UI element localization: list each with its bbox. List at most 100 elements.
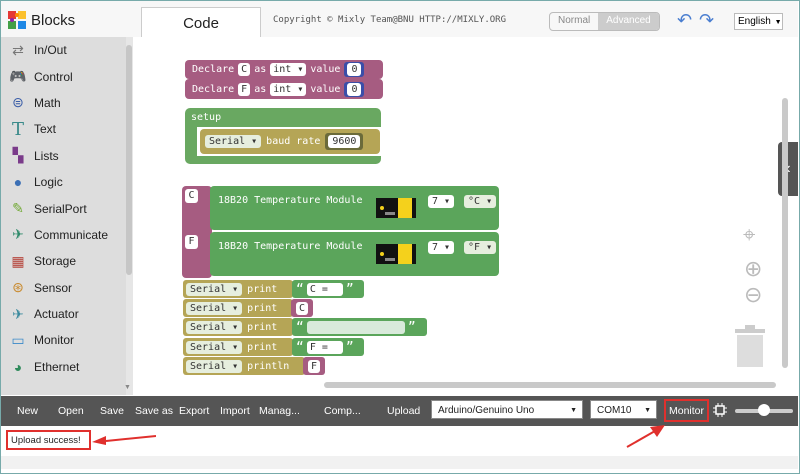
temperature-block-f[interactable]: 18B20 Temperature Module 7 ▾ °F ▾ <box>210 232 499 276</box>
variable-block[interactable]: C <box>291 299 313 317</box>
tab-code[interactable]: Code <box>141 7 261 38</box>
upload-button[interactable]: Upload <box>387 405 421 417</box>
zoom-out-icon[interactable]: ⊖ <box>744 282 763 307</box>
unit-dropdown[interactable]: °C ▾ <box>464 195 497 208</box>
sidebar-item-monitor[interactable]: ▭ Monitor <box>1 327 126 353</box>
callout-arrow-icon <box>626 425 665 448</box>
monitor-button[interactable]: Monitor <box>664 399 709 422</box>
port-select[interactable]: COM10 ▼ <box>590 400 657 419</box>
sidebar-item-actuator[interactable]: ✈ Actuator <box>1 301 126 327</box>
open-button[interactable]: Open <box>58 405 84 417</box>
string-field[interactable] <box>306 320 405 334</box>
string-block[interactable]: “ F = ” <box>292 338 364 356</box>
type-dropdown[interactable]: int ▾ <box>270 63 307 76</box>
serial-print-block[interactable]: Serial ▾ print <box>183 280 293 298</box>
sidebar-item-communicate[interactable]: ✈ Communicate <box>1 222 126 248</box>
zoom-in-icon[interactable]: ⊕ <box>744 256 763 281</box>
zoom-slider-handle[interactable] <box>758 404 770 416</box>
ethernet-icon: ◕ <box>13 358 23 375</box>
variable-field[interactable]: C <box>295 301 309 315</box>
sidebar-item-lists[interactable]: ▚ Lists <box>1 143 126 169</box>
serial-dropdown[interactable]: Serial ▾ <box>186 301 243 315</box>
mode-advanced-button[interactable]: Advanced <box>598 13 659 30</box>
monitor-label: Monitor <box>668 404 704 417</box>
sidebar-item-storage[interactable]: ▦ Storage <box>1 248 126 274</box>
mode-normal-button[interactable]: Normal <box>558 15 591 26</box>
sidebar-item-label: Monitor <box>34 333 75 348</box>
sensor-module-icon <box>376 244 416 264</box>
string-field[interactable]: C = <box>306 282 343 296</box>
string-field[interactable]: F = <box>306 340 343 354</box>
serial-dropdown[interactable]: Serial ▾ <box>205 135 262 148</box>
upload-status-message: Upload success! <box>6 430 91 450</box>
serial-begin-block[interactable]: Serial ▾ baud rate 9600 <box>200 129 380 154</box>
board-value: Arduino/Genuino Uno <box>438 405 535 416</box>
variable-block[interactable]: F <box>303 357 325 375</box>
temperature-block-c[interactable]: 18B20 Temperature Module 7 ▾ °C ▾ <box>210 186 499 230</box>
sidebar-item-in-out[interactable]: ⇄ In/Out <box>1 37 126 63</box>
workspace-vertical-scrollbar[interactable] <box>782 98 788 368</box>
collapse-panel-button[interactable]: ‹ <box>778 142 798 196</box>
board-select[interactable]: Arduino/Genuino Uno ▼ <box>431 400 583 419</box>
workspace-horizontal-scrollbar[interactable] <box>324 382 776 388</box>
trash-icon[interactable] <box>733 325 767 369</box>
variable-field[interactable]: F <box>307 359 321 373</box>
undo-icon[interactable]: ↶ <box>677 10 693 30</box>
sidebar-scroll-down-icon[interactable]: ▼ <box>124 384 131 391</box>
import-button[interactable]: Import <box>220 405 250 417</box>
string-block[interactable]: “ C = ” <box>292 280 364 298</box>
sidebar-item-text[interactable]: T Text <box>1 116 126 142</box>
pin-dropdown[interactable]: 7 ▾ <box>428 241 455 254</box>
assign-var-f[interactable]: F <box>185 235 198 249</box>
save-as-button[interactable]: Save as <box>135 405 173 417</box>
unit-dropdown[interactable]: °F ▾ <box>464 241 497 254</box>
manage-button[interactable]: Manag... <box>259 405 300 417</box>
serial-print-block[interactable]: Serial ▾ print <box>183 299 293 317</box>
var-name-field[interactable]: C <box>238 63 251 76</box>
number-field[interactable]: 0 <box>347 82 362 96</box>
chevron-down-icon: ▼ <box>570 407 577 414</box>
redo-icon[interactable]: ↷ <box>699 10 715 30</box>
serial-println-block[interactable]: Serial ▾ println <box>183 357 305 375</box>
sidebar-item-math[interactable]: ⊜ Math <box>1 90 126 116</box>
serial-print-block[interactable]: Serial ▾ print <box>183 318 293 336</box>
language-select[interactable]: English ▼ <box>734 13 783 30</box>
recenter-icon[interactable]: ⌖ <box>743 222 756 247</box>
compile-button[interactable]: Comp... <box>324 405 361 417</box>
unit-value: °C <box>468 196 481 207</box>
sidebar-scroll-thumb[interactable] <box>126 45 132 275</box>
declare-block-c[interactable]: Declare C as int ▾ value 0 <box>185 60 383 79</box>
serial-dropdown[interactable]: Serial ▾ <box>186 282 243 296</box>
sidebar-item-ethernet[interactable]: ◕ Ethernet <box>1 354 126 380</box>
serial-dropdown[interactable]: Serial ▾ <box>186 340 243 354</box>
type-dropdown[interactable]: int ▾ <box>270 82 307 96</box>
serial-dropdown[interactable]: Serial ▾ <box>186 359 243 373</box>
baud-rate-label: baud rate <box>266 136 321 147</box>
number-field[interactable]: 0 <box>347 63 362 76</box>
tab-blocks[interactable]: Blocks <box>7 7 75 33</box>
new-button[interactable]: New <box>17 405 39 417</box>
sidebar-item-sensor[interactable]: ⊛ Sensor <box>1 275 126 301</box>
string-block[interactable]: “ ” <box>292 318 427 336</box>
declare-block-f[interactable]: Declare F as int ▾ value 0 <box>185 79 383 99</box>
serial-print-block[interactable]: Serial ▾ print <box>183 338 293 356</box>
chevron-down-icon: ▼ <box>774 19 782 26</box>
pin-dropdown[interactable]: 7 ▾ <box>428 195 455 208</box>
chip-icon[interactable] <box>713 403 727 417</box>
number-block[interactable]: 0 <box>344 62 365 77</box>
bottom-scrollbar[interactable] <box>1 456 798 469</box>
save-button[interactable]: Save <box>100 405 124 417</box>
setup-block[interactable]: setup Serial ▾ baud rate 9600 <box>185 108 381 164</box>
sidebar-item-control[interactable]: 🎮 Control <box>1 63 126 89</box>
baud-field[interactable]: 9600 <box>328 135 361 148</box>
serial-dropdown[interactable]: Serial ▾ <box>186 320 243 334</box>
baud-number-block[interactable]: 9600 <box>325 133 364 150</box>
export-button[interactable]: Export <box>179 405 210 417</box>
sidebar-item-logic[interactable]: ● Logic <box>1 169 126 195</box>
sidebar-item-label: In/Out <box>34 43 67 58</box>
assign-var-c[interactable]: C <box>185 189 198 203</box>
number-block[interactable]: 0 <box>344 81 365 97</box>
sidebar-item-label: Sensor <box>34 280 73 295</box>
sidebar-item-serialport[interactable]: ✎ SerialPort <box>1 195 126 221</box>
var-name-field[interactable]: F <box>238 82 251 96</box>
